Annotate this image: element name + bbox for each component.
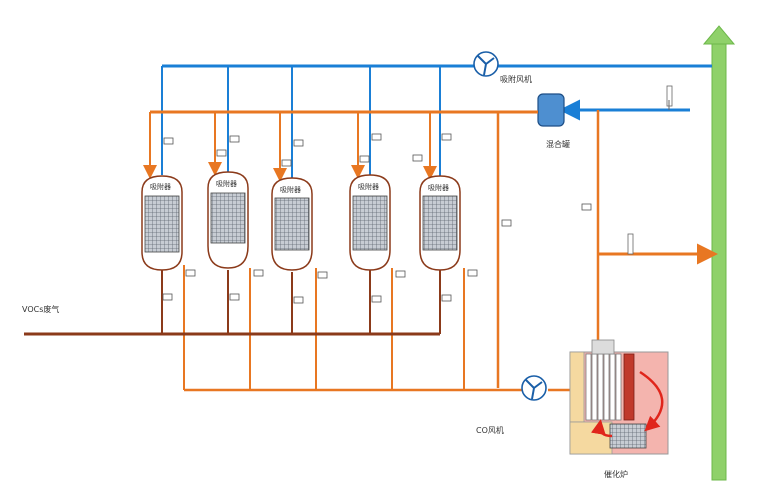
adsorber-4-label: 吸附器: [358, 182, 379, 191]
voc-inlet-label: VOCs废气: [22, 304, 59, 314]
co-fan-label: CO风机: [476, 425, 504, 435]
fresh-air-pipe: [559, 85, 690, 121]
adsorber-1[interactable]: 吸附器: [141, 175, 183, 271]
catalytic-furnace-label: 催化炉: [604, 469, 628, 479]
adsorber-3-label: 吸附器: [280, 185, 301, 194]
adsorber-2[interactable]: 吸附器: [207, 171, 249, 269]
catalytic-furnace[interactable]: 催化炉: [569, 339, 669, 479]
adsorber-2-label: 吸附器: [216, 179, 237, 188]
exhaust-stack: [702, 25, 736, 481]
adsorption-fan[interactable]: 吸附风机: [473, 51, 532, 84]
valves: [162, 133, 592, 304]
co-fan[interactable]: CO风机: [476, 375, 547, 435]
adsorber-1-label: 吸附器: [150, 182, 171, 191]
adsorber-5[interactable]: 吸附器: [419, 175, 461, 271]
orange-desorption-pipes: [143, 110, 718, 392]
voc-inlet-pipe: VOCs废气: [22, 270, 441, 336]
adsorption-fan-label: 吸附风机: [500, 74, 532, 84]
mixing-tank[interactable]: 混合罐: [537, 93, 570, 149]
mixing-tank-label: 混合罐: [546, 139, 570, 149]
adsorber-group: 吸附器 吸附器 吸附器 吸附器 吸附器: [141, 171, 461, 271]
adsorber-5-label: 吸附器: [428, 183, 449, 192]
blue-header-pipe: [161, 64, 712, 178]
adsorber-3[interactable]: 吸附器: [271, 177, 313, 271]
adsorber-4[interactable]: 吸附器: [349, 174, 391, 271]
